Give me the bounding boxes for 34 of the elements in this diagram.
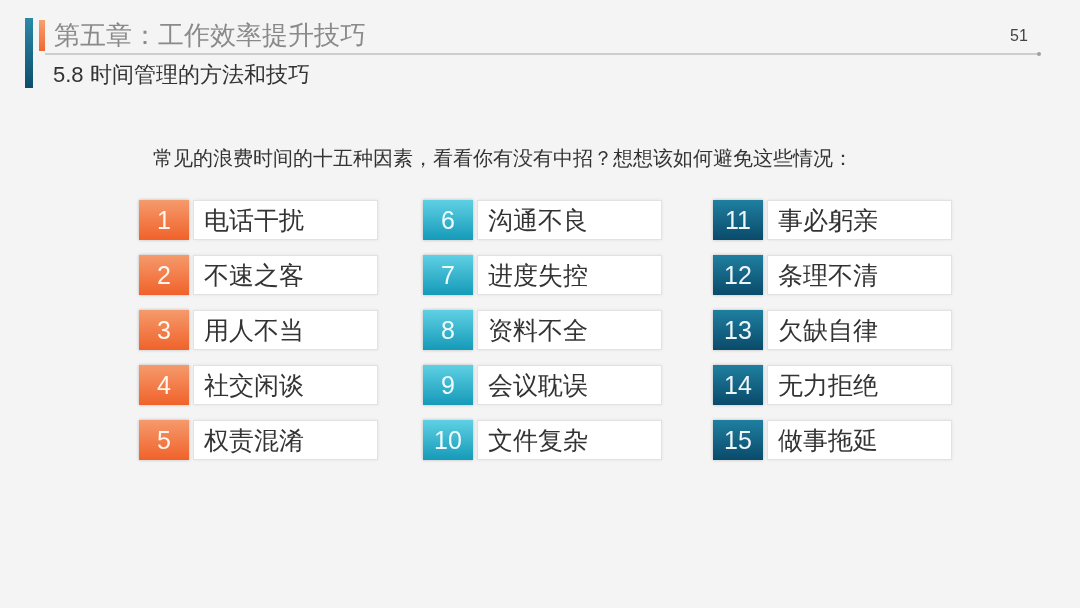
number-badge: 14: [713, 365, 763, 405]
factor-label: 条理不清: [767, 255, 952, 295]
number-badge: 2: [139, 255, 189, 295]
number-badge: 3: [139, 310, 189, 350]
factor-label: 文件复杂: [477, 420, 662, 460]
number-badge: 7: [423, 255, 473, 295]
number-badge: 8: [423, 310, 473, 350]
page-number: 51: [1010, 26, 1028, 46]
factor-label: 电话干扰: [193, 200, 378, 240]
chapter-title: 第五章：工作效率提升技巧: [54, 19, 366, 52]
factor-label: 会议耽误: [477, 365, 662, 405]
number-badge: 15: [713, 420, 763, 460]
number-badge: 10: [423, 420, 473, 460]
intro-sentence: 常见的浪费时间的十五种因素，看看你有没有中招？想想该如何避免这些情况：: [153, 146, 853, 171]
number-badge: 5: [139, 420, 189, 460]
factor-label: 进度失控: [477, 255, 662, 295]
factor-label: 用人不当: [193, 310, 378, 350]
factor-label: 做事拖延: [767, 420, 952, 460]
factor-label: 欠缺自律: [767, 310, 952, 350]
number-badge: 12: [713, 255, 763, 295]
factor-label: 资料不全: [477, 310, 662, 350]
number-badge: 4: [139, 365, 189, 405]
section-subtitle: 5.8 时间管理的方法和技巧: [53, 61, 310, 89]
factor-label: 沟通不良: [477, 200, 662, 240]
factor-label: 事必躬亲: [767, 200, 952, 240]
number-badge: 6: [423, 200, 473, 240]
factor-label: 权责混淆: [193, 420, 378, 460]
number-badge: 9: [423, 365, 473, 405]
number-badge: 13: [713, 310, 763, 350]
factor-label: 无力拒绝: [767, 365, 952, 405]
number-badge: 11: [713, 200, 763, 240]
number-badge: 1: [139, 200, 189, 240]
factor-label: 不速之客: [193, 255, 378, 295]
factor-label: 社交闲谈: [193, 365, 378, 405]
